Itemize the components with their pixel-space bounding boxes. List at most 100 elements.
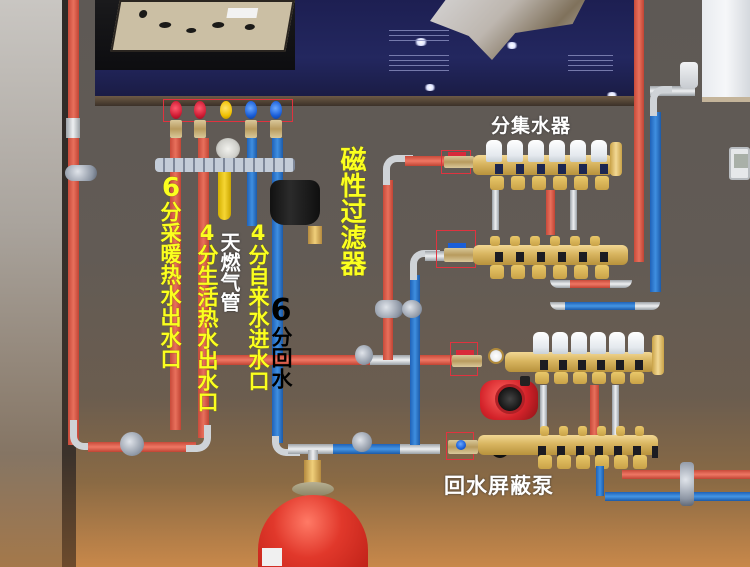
pipe-clip: [352, 432, 372, 452]
radiator-valve[interactable]: [680, 62, 698, 88]
actuator-head[interactable]: [533, 332, 549, 354]
tap-water-inlet-valve[interactable]: [245, 101, 257, 119]
upper-supply-pipe: [405, 156, 445, 166]
label-number: 4: [250, 221, 266, 245]
domestic-hot-outlet-pipe: [198, 138, 209, 438]
actuator-head[interactable]: [570, 140, 586, 162]
label-number: 6: [161, 173, 181, 203]
return-water-valve[interactable]: [270, 101, 282, 119]
pipe-elbow: [272, 436, 300, 456]
label-text: 分自来水进水口: [246, 244, 270, 391]
manifold-bracket: [570, 190, 577, 230]
loop-pipe-red: [570, 280, 610, 288]
tank-brass-neck: [304, 460, 321, 486]
panel-light: [505, 42, 519, 49]
heating-supply-pipe: [209, 355, 454, 365]
pump-cable-box: [520, 376, 530, 386]
pump-face: [495, 384, 525, 414]
heating-outlet-pipe: [170, 138, 181, 430]
label-manifold: 分集水器: [491, 115, 572, 137]
return-tee-fitting: [288, 444, 333, 454]
hot-pipe-right-riser: [634, 0, 644, 262]
boiler-inline-pump: [216, 138, 240, 160]
pipe-clip: [120, 432, 144, 456]
valve-fitting: [170, 120, 182, 138]
valve-body: [444, 156, 474, 168]
label-return-water: 6 分回水: [266, 293, 296, 390]
house-model-image: [430, 0, 585, 60]
label-tap-water-inlet: 4 分自来水进水口: [244, 222, 272, 391]
boiler-bottom-plate: [110, 0, 295, 52]
lower-supply-valve-handle[interactable]: [456, 350, 474, 355]
lower-return-caps: [540, 426, 660, 436]
panel-caption: [389, 55, 449, 73]
left-wall-column: [0, 0, 62, 567]
actuator-head[interactable]: [528, 140, 544, 162]
loop-pipe-blue: [565, 302, 635, 310]
upper-supply-valve-handle[interactable]: [448, 152, 466, 156]
actuator-head[interactable]: [609, 332, 625, 354]
actuator-head[interactable]: [571, 332, 587, 354]
pipe-elbow: [650, 86, 672, 116]
heating-outlet-valve[interactable]: [170, 101, 182, 119]
label-number: 6: [270, 293, 292, 328]
pipe-clip-row: [155, 158, 295, 172]
label-gas-pipe: 天燃气管: [217, 232, 241, 312]
boiler-outlet-valves-highlight: [163, 99, 293, 122]
pipe-elbow: [383, 155, 413, 185]
tap-water-inlet-pipe: [247, 138, 257, 226]
upper-return-caps: [490, 236, 615, 246]
valve-body: [444, 248, 474, 262]
panel-caption: [389, 30, 449, 42]
upper-actuator-row: [486, 140, 616, 164]
actuator-head[interactable]: [552, 332, 568, 354]
gas-pipe: [218, 160, 231, 220]
filter-drain-valve[interactable]: [308, 226, 322, 244]
gas-valve[interactable]: [220, 101, 232, 119]
panel-light: [423, 84, 437, 91]
floor-heating-return-pipe: [605, 492, 750, 501]
pipe-fitting: [425, 251, 445, 261]
label-magnetic-filter: 磁性过滤器: [336, 146, 366, 276]
label-number: 4: [199, 221, 215, 245]
radiator: [702, 0, 750, 102]
pipe-clip: [680, 462, 694, 506]
valve-fitting: [245, 120, 257, 138]
upper-return-ports: [490, 265, 615, 279]
valve-fitting: [270, 120, 282, 138]
upper-manifold-clips: [495, 252, 615, 262]
label-text: 分采暖热水出水口: [158, 201, 182, 369]
actuator-head[interactable]: [628, 332, 644, 354]
actuator-head[interactable]: [549, 140, 565, 162]
valve-body: [452, 355, 482, 367]
manifold-link-pipe: [546, 190, 555, 235]
lower-supply-ports: [535, 372, 660, 384]
manifold-link-pipe: [590, 385, 599, 435]
manifold-bracket: [540, 385, 547, 435]
pipe-clip: [375, 300, 403, 318]
hot-pipe-left-riser: [68, 0, 79, 445]
radiator-connector: [650, 86, 695, 96]
wall-thermostat[interactable]: [729, 147, 750, 180]
actuator-head[interactable]: [590, 332, 606, 354]
actuator-head[interactable]: [591, 140, 607, 162]
valve-fitting: [194, 120, 206, 138]
panel-light: [413, 38, 429, 46]
tank-label-sticker: [262, 548, 282, 566]
pipe-elbow: [186, 425, 211, 452]
pipe-clip: [65, 165, 97, 181]
actuator-head[interactable]: [507, 140, 523, 162]
label-return-pump: 回水屏蔽泵: [444, 474, 554, 498]
upper-return-valve-handle[interactable]: [448, 243, 466, 248]
pipe-clip: [355, 345, 373, 365]
manifold-bracket: [492, 190, 499, 230]
air-vent: [652, 335, 664, 375]
panel-caption: [568, 55, 613, 73]
lower-return-valve-handle[interactable]: [456, 440, 466, 450]
label-text: 分生活热水出水口: [195, 244, 219, 412]
domestic-hot-outlet-valve[interactable]: [194, 101, 206, 119]
tank-flange: [292, 482, 334, 496]
actuator-head[interactable]: [486, 140, 502, 162]
panel-light: [605, 92, 619, 99]
manifold-bracket: [612, 385, 619, 435]
